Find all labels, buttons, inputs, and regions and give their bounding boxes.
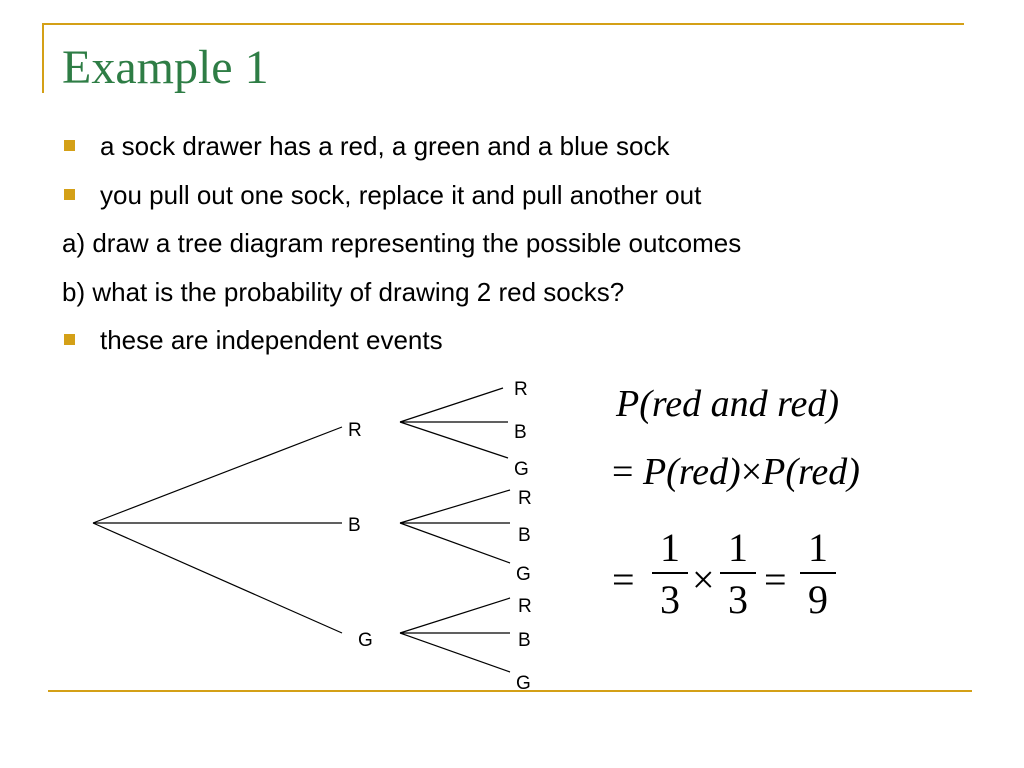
- question-a: a) draw a tree diagram representing the …: [62, 219, 1002, 268]
- slide-title: Example 1: [62, 41, 269, 94]
- frame-top-rule: [42, 23, 964, 25]
- node-second-g-g: G: [516, 673, 531, 694]
- node-first-g: G: [358, 630, 373, 651]
- bullet-text: these are independent events: [100, 325, 443, 355]
- branch-g-r: [399, 597, 511, 634]
- math-term: P(red): [642, 451, 741, 493]
- branch-root-r: [92, 426, 343, 524]
- bullet-square-icon: [64, 334, 75, 345]
- bullet-square-icon: [64, 140, 75, 151]
- question-text: b) what is the probability of drawing 2 …: [62, 276, 625, 307]
- fraction-numerator: 1: [660, 525, 680, 570]
- bullet-line-3: these are independent events: [62, 316, 1002, 365]
- bullet-text: a sock drawer has a red, a green and a b…: [100, 131, 670, 161]
- branch-root-g: [92, 522, 343, 634]
- times-sign: ×: [740, 451, 763, 493]
- bullet-line-2: you pull out one sock, replace it and pu…: [62, 171, 1002, 220]
- bullet-text: you pull out one sock, replace it and pu…: [100, 179, 702, 210]
- equals-sign: =: [612, 557, 635, 602]
- branch-g-g: [399, 632, 511, 673]
- fraction-bar: [800, 572, 836, 574]
- question-b: b) what is the probability of drawing 2 …: [62, 268, 1002, 317]
- fraction-denominator: 3: [660, 577, 680, 622]
- node-second-b-b: B: [518, 525, 531, 546]
- node-first-b: B: [348, 515, 361, 536]
- fraction-bar: [720, 572, 756, 574]
- branch-b-r: [399, 489, 511, 524]
- bullet-line-1: a sock drawer has a red, a green and a b…: [62, 122, 1002, 171]
- fraction-numerator: 1: [808, 525, 828, 570]
- question-text: a) draw a tree diagram representing the …: [62, 228, 742, 258]
- slide-body: a sock drawer has a red, a green and a b…: [62, 122, 1002, 365]
- bullet-square-icon: [64, 188, 75, 200]
- fraction-denominator: 3: [728, 577, 748, 622]
- math-term: P(red): [762, 451, 860, 493]
- math-line-product: = P(red)×P(red): [612, 450, 860, 494]
- fraction-one-third: 1 3: [652, 528, 688, 620]
- math-line-probability: P(red and red): [616, 383, 840, 425]
- node-second-r-b: B: [514, 422, 527, 443]
- node-second-b-g: G: [516, 564, 531, 585]
- node-second-r-r: R: [514, 379, 528, 400]
- fraction-bar: [652, 572, 688, 574]
- branch-r-r: [399, 387, 504, 423]
- fraction-denominator: 9: [808, 577, 828, 622]
- branch-b-g: [399, 522, 511, 564]
- frame-left-rule: [42, 23, 44, 93]
- node-second-g-r: R: [518, 596, 532, 617]
- node-second-g-b: B: [518, 630, 531, 651]
- branch-r-g: [399, 421, 509, 459]
- frame-bottom-rule: [48, 690, 972, 692]
- node-second-r-g: G: [514, 459, 529, 480]
- fraction-one-third: 1 3: [720, 528, 756, 620]
- node-second-b-r: R: [518, 488, 532, 509]
- fraction-numerator: 1: [728, 525, 748, 570]
- node-first-r: R: [348, 420, 362, 441]
- times-sign: ×: [692, 557, 715, 602]
- equals-sign: =: [612, 451, 634, 493]
- equals-sign: =: [764, 557, 787, 602]
- fraction-one-ninth: 1 9: [800, 528, 836, 620]
